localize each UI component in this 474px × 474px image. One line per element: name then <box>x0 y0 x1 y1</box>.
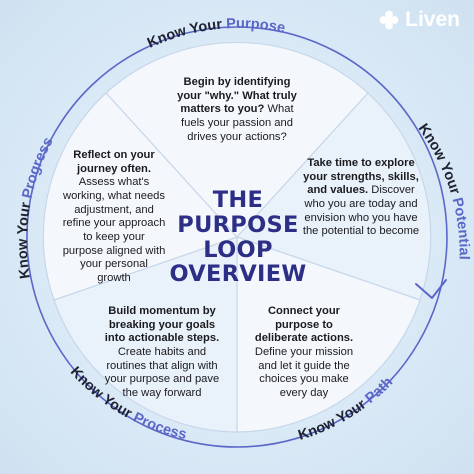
segment-path <box>236 236 421 433</box>
segment-text-process: Build momentum by breaking your goals in… <box>102 305 222 401</box>
segment-potential <box>235 92 432 301</box>
segment-text-purpose: Begin by identifying your "why." What tr… <box>172 76 302 144</box>
segment-text-purpose-bold: Begin by identifying your "why." What tr… <box>177 76 297 116</box>
center-title-line: PURPOSE <box>177 211 299 238</box>
center-title-line: THE <box>212 187 264 213</box>
segment-text-process-bold: Build momentum by breaking your goals in… <box>104 305 220 345</box>
segment-text-path-bold: Connect your purpose to deliberate actio… <box>254 305 354 345</box>
center-title-line: OVERVIEW <box>169 261 307 288</box>
segment-text-path: Connect your purpose to deliberate actio… <box>248 305 360 401</box>
segment-text-process-rest: Create habits and routines that align wi… <box>104 345 220 399</box>
segment-text-path-rest: Define your mission and let it guide the… <box>254 345 354 399</box>
segment-text-potential-rest: Discover who you are today and envision … <box>302 184 420 238</box>
liven-flower-icon <box>379 10 399 30</box>
loop-segments <box>42 41 432 433</box>
segment-text-progress-bold: Reflect on your journey often. <box>73 149 155 175</box>
arrowhead-icon <box>415 279 447 299</box>
segment-purpose <box>105 41 369 238</box>
brand-name: Liven <box>405 8 460 31</box>
center-title: THE PURPOSE LOOP OVERVIEW <box>168 188 308 287</box>
segment-text-progress: Reflect on your journey often. Assess wh… <box>62 149 166 286</box>
segment-process <box>53 236 238 433</box>
segment-text-potential-bold: Take time to explore your strengths, ski… <box>303 157 419 197</box>
segment-text-potential: Take time to explore your strengths, ski… <box>300 157 422 239</box>
brand-logo: Liven <box>378 8 460 32</box>
center-title-line: LOOP <box>203 236 273 263</box>
segment-text-progress-rest: Assess what's working, what needs adjust… <box>62 176 166 284</box>
segment-text-purpose-rest: What fuels your passion and drives your … <box>181 103 294 143</box>
segment-progress <box>42 92 239 301</box>
loop-ring <box>26 26 448 448</box>
